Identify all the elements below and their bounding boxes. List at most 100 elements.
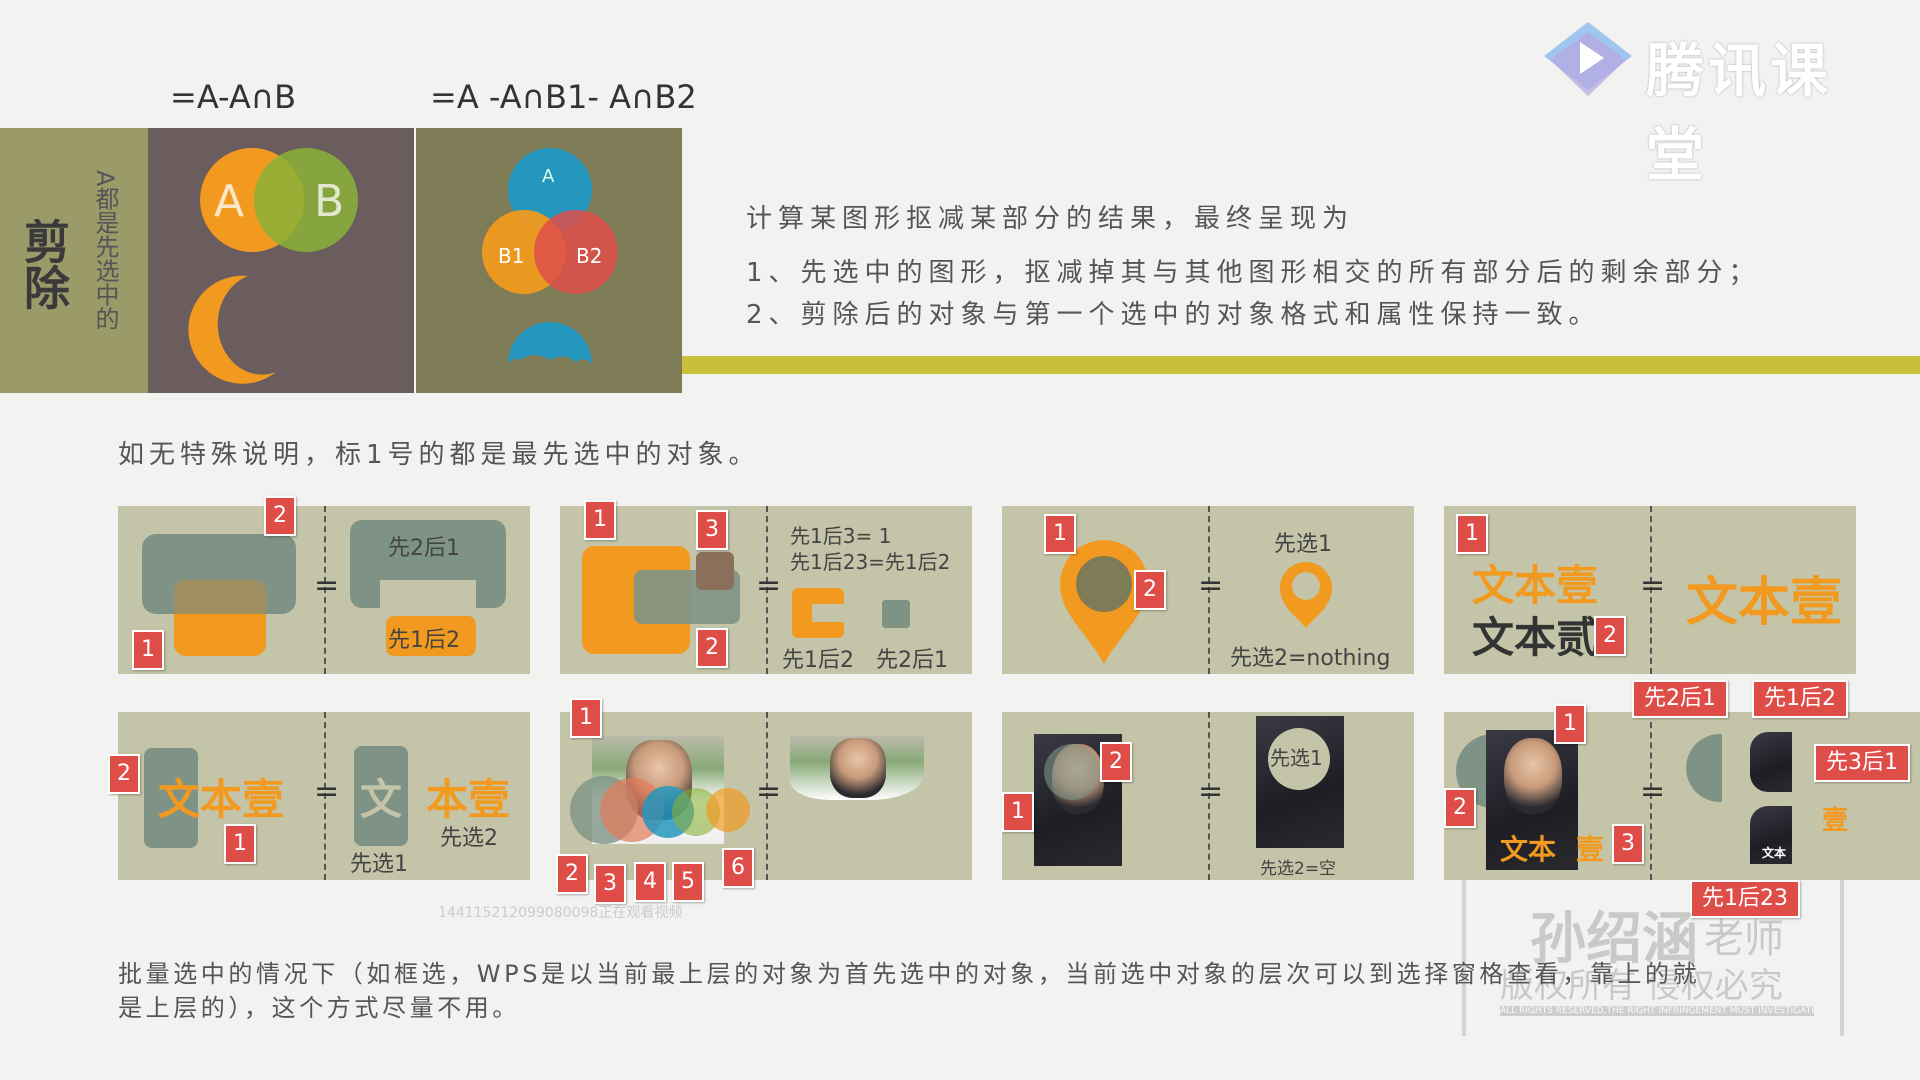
tag-2: 2	[108, 754, 140, 794]
result-shape-2	[386, 616, 476, 656]
equals: =	[756, 568, 782, 603]
result-photo	[790, 736, 924, 800]
tag-1: 1	[132, 630, 164, 670]
tag-2: 2	[556, 854, 588, 894]
tag-1: 1	[584, 500, 616, 540]
equals: =	[1640, 774, 1666, 809]
pin-shape	[1060, 540, 1148, 664]
tag-2: 2	[1100, 742, 1132, 782]
tag-2: 2	[1444, 788, 1476, 828]
result-label-1: 先选1	[1274, 532, 1332, 557]
tag-1: 1	[1456, 514, 1488, 554]
result-label-2: 先选2=nothing	[1230, 646, 1391, 671]
logo-text: 腾讯课堂	[1646, 37, 1833, 189]
desc-line-1: 计算某图形抠减某部分的结果，最终呈现为	[746, 204, 1355, 234]
result-label-2: 先1后2	[388, 628, 460, 653]
result-photo	[1256, 716, 1344, 848]
result-rect	[354, 746, 408, 846]
tag-1: 1	[1002, 792, 1034, 832]
tag-3: 3	[696, 510, 728, 550]
equals: =	[756, 774, 782, 809]
equals: =	[1640, 568, 1666, 603]
result-text: 文本壹	[1686, 572, 1843, 633]
viewer-overlay: 144115212099080098正在观看视频	[438, 905, 683, 921]
text-1: 文本	[1500, 833, 1557, 866]
tag-1: 1	[1044, 514, 1076, 554]
result-text-yi: 壹	[1822, 806, 1849, 836]
logo: 腾讯课堂	[1540, 20, 1880, 189]
venn2-label-a: A	[542, 166, 555, 187]
result-label-1: 先选1	[1270, 746, 1323, 770]
venn1-label-b: B	[314, 176, 345, 227]
accent-bar	[682, 356, 1920, 374]
text-1: 文本壹	[158, 775, 285, 824]
tag-3: 3	[594, 864, 626, 904]
result-label-2: 先选2=空	[1260, 859, 1337, 879]
note-bottom-1: 批量选中的情况下（如框选，WPS是以当前最上层的对象为首先选中的对象，当前选中对…	[118, 960, 1701, 988]
watermark-name: 孙绍涵	[1530, 907, 1698, 972]
result-photo-top	[1750, 732, 1792, 792]
result-label-3: 先1后2	[782, 648, 854, 673]
watermark-rights: 版权所有 侵权必究	[1500, 966, 1783, 1006]
overlay-circle	[1044, 744, 1100, 800]
result-shape-1	[350, 520, 506, 608]
text-1: 文本壹	[1472, 561, 1599, 610]
divider	[1650, 506, 1652, 674]
result-half-circle	[1686, 734, 1722, 802]
example-card-6: 1 2 3 4 5 6 =	[556, 698, 972, 904]
divider	[766, 506, 768, 674]
watermark-title: 老师	[1704, 916, 1784, 962]
result-portrait	[830, 738, 886, 798]
divider	[766, 712, 768, 880]
result-label-2: 先选2	[440, 826, 498, 851]
portrait	[1504, 738, 1562, 814]
square-brown	[696, 552, 734, 590]
venn-panel-1: A B	[148, 128, 414, 393]
tag-1: 1	[570, 698, 602, 738]
result-wen: 文	[360, 775, 403, 824]
result-text-wen: 文本	[1762, 846, 1787, 860]
photo	[1486, 730, 1578, 870]
example-card-5: 文本壹 2 1 = 文 本壹 先选1 先选2	[108, 712, 530, 880]
text-2: 壹	[1576, 833, 1605, 866]
result-label-1: 先选1	[350, 852, 408, 877]
tag-4: 4	[634, 862, 666, 902]
result-shape-1	[792, 588, 844, 638]
example-card-7: 2 1 = 先选1 先选2=空	[1002, 712, 1414, 880]
result-rest: 本壹	[426, 775, 511, 824]
example-card-1: 2 1 = 先2后1 先1后2	[118, 496, 530, 674]
venn2-label-b1: B1	[498, 244, 525, 268]
tag-2: 2	[696, 628, 728, 668]
callout-2: 先1后2	[1752, 680, 1848, 718]
callout-1: 先2后1	[1632, 680, 1728, 718]
result-label-1: 先1后3= 1	[790, 524, 892, 548]
equals: =	[1198, 774, 1224, 809]
divider	[1208, 712, 1210, 880]
tag-3: 3	[1612, 824, 1644, 864]
equals: =	[314, 568, 340, 603]
overlap	[174, 580, 266, 614]
desc-line-2: 1、先选中的图形，抠减掉其与其他图形相交的所有部分后的剩余部分；	[746, 258, 1761, 288]
rect-green	[144, 748, 198, 848]
equals: =	[314, 774, 340, 809]
result-label-1: 先2后1	[388, 536, 460, 561]
title-strip: 剪除 A都是先选中的	[0, 128, 148, 393]
result-label-4: 先2后1	[876, 648, 948, 673]
tag-1: 1	[224, 824, 256, 864]
tag-2: 2	[1134, 570, 1166, 610]
result-label-2: 先1后23=先1后2	[790, 550, 951, 574]
callout-4: 先1后23	[1690, 880, 1800, 918]
tag-5: 5	[672, 862, 704, 902]
watermark: 孙绍涵 老师 版权所有 侵权必究 ALL RIGHTS RESERVED,THE…	[1462, 880, 1844, 1036]
text-2: 文本贰	[1472, 613, 1599, 662]
result-photo-bottom	[1750, 806, 1792, 864]
result-shape-2	[882, 600, 910, 628]
pin-result	[1280, 562, 1332, 628]
desc-line-3: 2、剪除后的对象与第一个选中的对象格式和属性保持一致。	[746, 300, 1601, 330]
callout-3: 先3后1	[1814, 744, 1910, 782]
divider	[1208, 506, 1210, 674]
watermark-small: ALL RIGHTS RESERVED,THE RIGHT INFRINGEME…	[1500, 1006, 1814, 1016]
divider	[1650, 712, 1652, 880]
example-card-2: 1 3 2 = 先1后3= 1 先1后23=先1后2 先1后2 先2后1	[560, 500, 972, 674]
